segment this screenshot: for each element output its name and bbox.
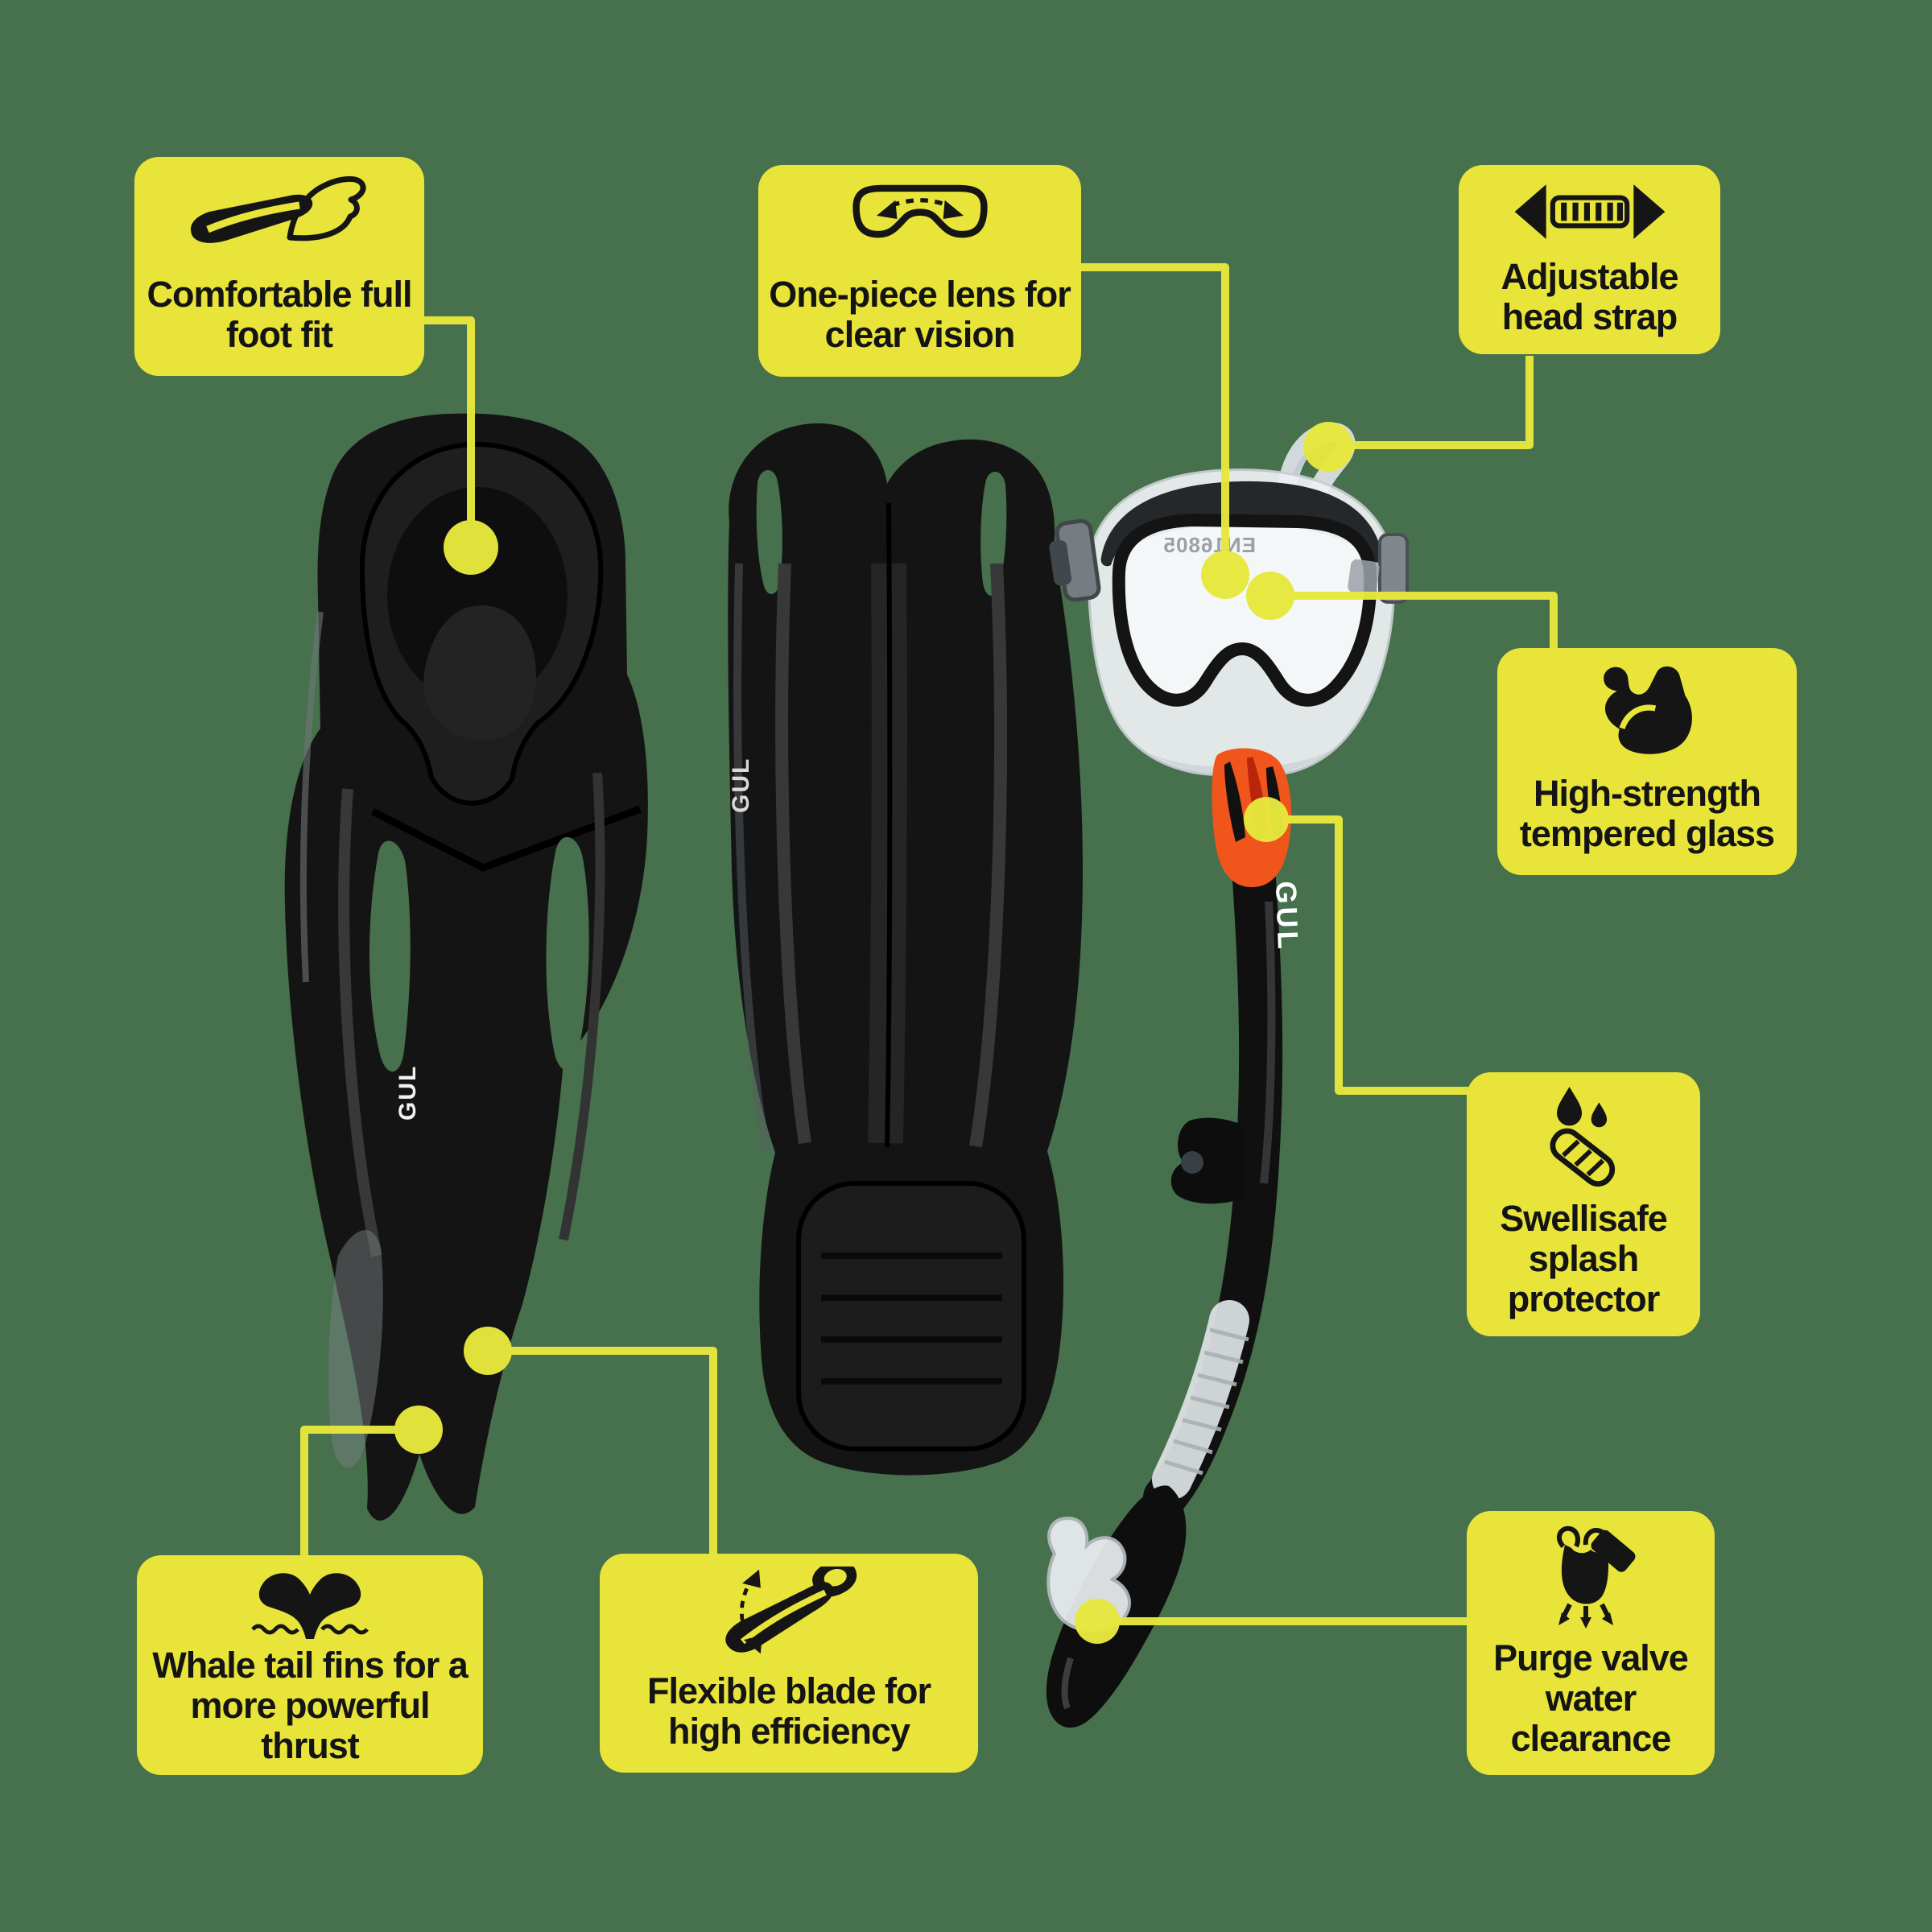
dive-mask: EN16805 [1049,422,1409,778]
fin-foot-icon [187,170,372,260]
dot-adjustable-strap [1303,422,1353,472]
callout-label: High-strength tempered glass [1519,773,1775,854]
callout-label: Adjustable head strap [1501,255,1678,337]
callout-label: Purge valve water clearance [1493,1637,1689,1759]
right-fin: GUL [728,423,1083,1476]
mask-lens-icon [848,178,993,258]
callout-splash-protector: Swellisafe splash protector [1467,1072,1700,1336]
purge-valve-icon [1543,1524,1638,1629]
muscle-arm-icon [1597,661,1697,759]
snorkel-brand-logo: GUL [1269,881,1305,952]
mask-lens [1112,513,1377,707]
whale-tail-icon [250,1568,370,1642]
left-fin-brand-logo: GUL [394,1065,421,1121]
connector-splash-protector [1266,815,1468,1095]
callout-label: Comfortable full foot fit [147,274,413,355]
connector-adjustable-strap [1328,356,1534,449]
callout-label: Whale tail fins for a more powerful thru… [152,1645,469,1766]
dot-tempered-glass [1246,572,1294,620]
connector-full-foot-fit [424,316,475,547]
flexible-blade-icon [704,1567,873,1657]
connector-whale-tail [300,1426,419,1557]
connector-tempered-glass [1270,592,1558,650]
callout-label: Flexible blade for high efficiency [646,1670,931,1752]
callout-whale-tail: Whale tail fins for a more powerful thru… [137,1555,483,1775]
callout-tempered-glass: High-strength tempered glass [1497,648,1797,875]
adjustable-strap-icon [1509,178,1670,246]
callout-adjustable-strap: Adjustable head strap [1459,165,1720,354]
callout-full-foot-fit: Comfortable full foot fit [134,157,424,376]
dot-purge-valve [1075,1599,1120,1644]
callout-label: Swellisafe splash protector [1500,1198,1668,1319]
dot-one-piece-lens [1201,551,1249,599]
callout-flexible-blade: Flexible blade for high efficiency [600,1554,978,1773]
splash-drops-icon [1542,1085,1625,1188]
callout-label: One-piece lens for clear vision [769,273,1071,355]
dot-flexible-blade [464,1327,512,1375]
left-fin: GUL [284,413,648,1521]
callout-one-piece-lens: One-piece lens for clear vision [758,165,1081,377]
right-fin-brand-logo: GUL [728,758,754,813]
mask-lens-marking: EN16805 [1163,533,1256,557]
dot-full-foot-fit [444,520,498,575]
dot-splash-protector [1244,797,1289,842]
connector-flexible-blade [488,1347,717,1555]
snorkel: GUL [1046,748,1305,1728]
connector-one-piece-lens [1081,263,1229,575]
callout-purge-valve: Purge valve water clearance [1467,1511,1715,1775]
dot-whale-tail [394,1406,443,1454]
